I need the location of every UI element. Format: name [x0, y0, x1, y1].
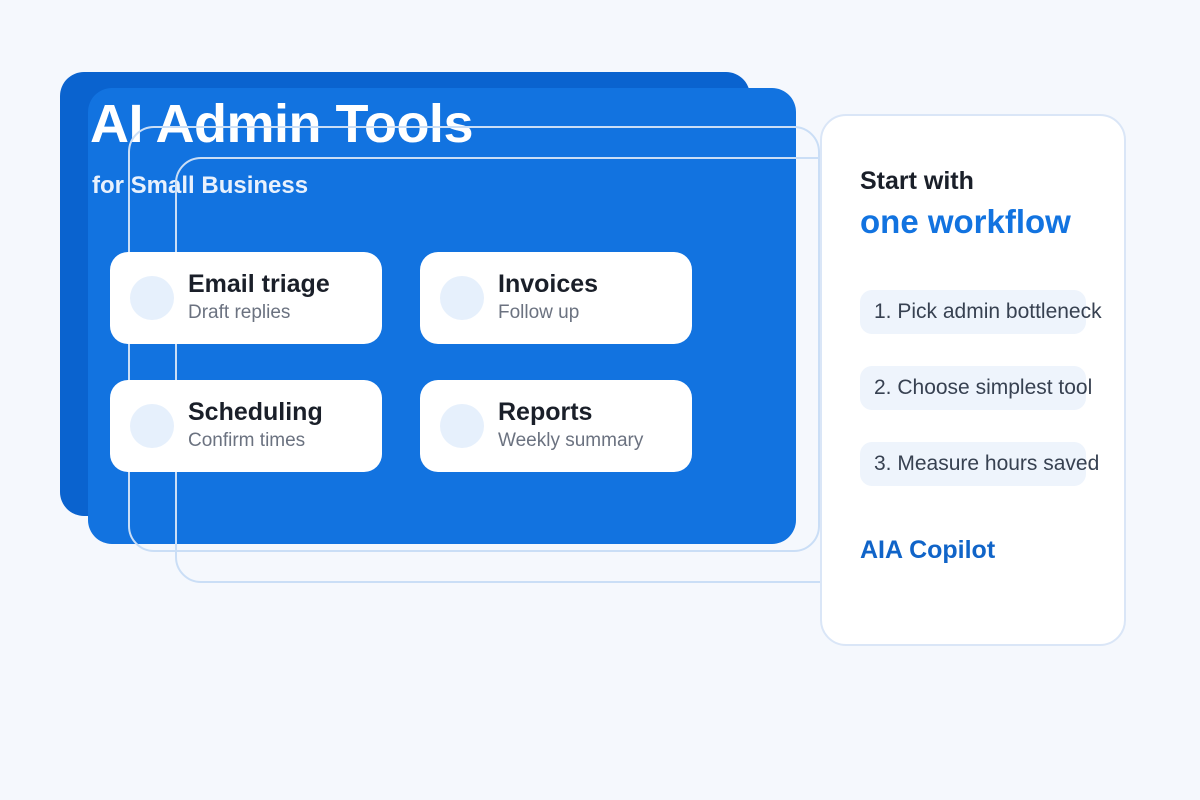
tile-subtitle: Weekly summary [498, 429, 644, 451]
page-subtitle: for Small Business [92, 172, 309, 199]
circle-icon [130, 404, 174, 448]
tile-text-block: Invoices Follow up [498, 270, 598, 325]
circle-icon [130, 276, 174, 320]
right-panel-eyebrow: Start with [860, 167, 974, 195]
workflow-step-item: 2. Choose simplest tool [860, 365, 1092, 410]
workflow-step-item: 3. Measure hours saved [860, 441, 1099, 487]
circle-icon [440, 276, 484, 320]
tile-title: Email triage [188, 270, 330, 299]
page-title: AI Admin Tools [90, 94, 473, 154]
tile-subtitle: Confirm times [188, 429, 306, 451]
tile-subtitle: Draft replies [188, 301, 291, 323]
feature-tile-scheduling[interactable]: Scheduling Confirm times [110, 380, 382, 472]
workflow-step-list: 1. Pick admin bottleneck 2. Choose simpl… [860, 289, 1200, 487]
tile-row: Scheduling Confirm times Reports Weekly … [110, 380, 710, 472]
tile-text-block: Email triage Draft replies [188, 270, 330, 325]
feature-tile-grid: Email triage Draft replies Invoices Foll… [110, 252, 710, 472]
feature-tile-reports[interactable]: Reports Weekly summary [420, 380, 692, 472]
tile-subtitle: Follow up [498, 301, 580, 323]
right-panel-headline: one workflow [860, 203, 1071, 240]
tile-text-block: Reports Weekly summary [498, 398, 643, 453]
tile-text-block: Scheduling Confirm times [188, 398, 323, 453]
feature-tile-email-triage[interactable]: Email triage Draft replies [110, 252, 382, 344]
tile-title: Scheduling [188, 398, 323, 427]
workflow-step-item: 1. Pick admin bottleneck [860, 289, 1102, 334]
tile-row: Email triage Draft replies Invoices Foll… [110, 252, 710, 344]
brand-footer-label: AIA Copilot [860, 536, 996, 565]
circle-icon [440, 404, 484, 448]
tile-title: Invoices [498, 270, 599, 299]
right-panel-content: Start with one workflow 1. Pick admin bo… [860, 114, 1200, 646]
tile-title: Reports [498, 398, 593, 427]
feature-tile-invoices[interactable]: Invoices Follow up [420, 252, 692, 344]
